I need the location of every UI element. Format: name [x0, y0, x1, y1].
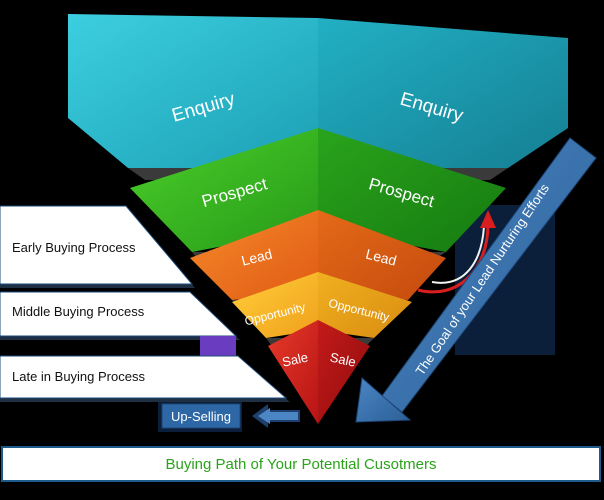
stage-label-middle: Middle Buying Process — [12, 304, 145, 319]
funnel-level-sale: Sale Sale — [268, 320, 370, 424]
funnel-level-opportunity: Opportunity Opportunity — [232, 272, 412, 346]
stage-panel-middle: Middle Buying Process — [0, 291, 240, 340]
stage-panel-early: Early Buying Process — [0, 205, 195, 288]
funnel-level-enquiry: Enquiry Enquiry — [68, 14, 568, 180]
stage-panel-late: Late in Buying Process — [0, 336, 290, 402]
upselling-arrow — [252, 404, 300, 428]
lead-label-left: Lead — [240, 246, 274, 269]
footer-title: Buying Path of Your Potential Cusotmers — [165, 455, 437, 473]
stage-label-early: Early Buying Process — [12, 240, 136, 255]
upselling-label: Up-Selling — [171, 409, 231, 424]
upselling-box: Up-Selling — [158, 402, 242, 432]
sale-label-right: Sale — [329, 350, 358, 370]
lead-label-right: Lead — [364, 246, 398, 269]
sale-label-left: Sale — [281, 350, 310, 370]
footer-banner: Buying Path of Your Potential Cusotmers — [1, 446, 601, 482]
stage-label-late: Late in Buying Process — [12, 369, 145, 384]
